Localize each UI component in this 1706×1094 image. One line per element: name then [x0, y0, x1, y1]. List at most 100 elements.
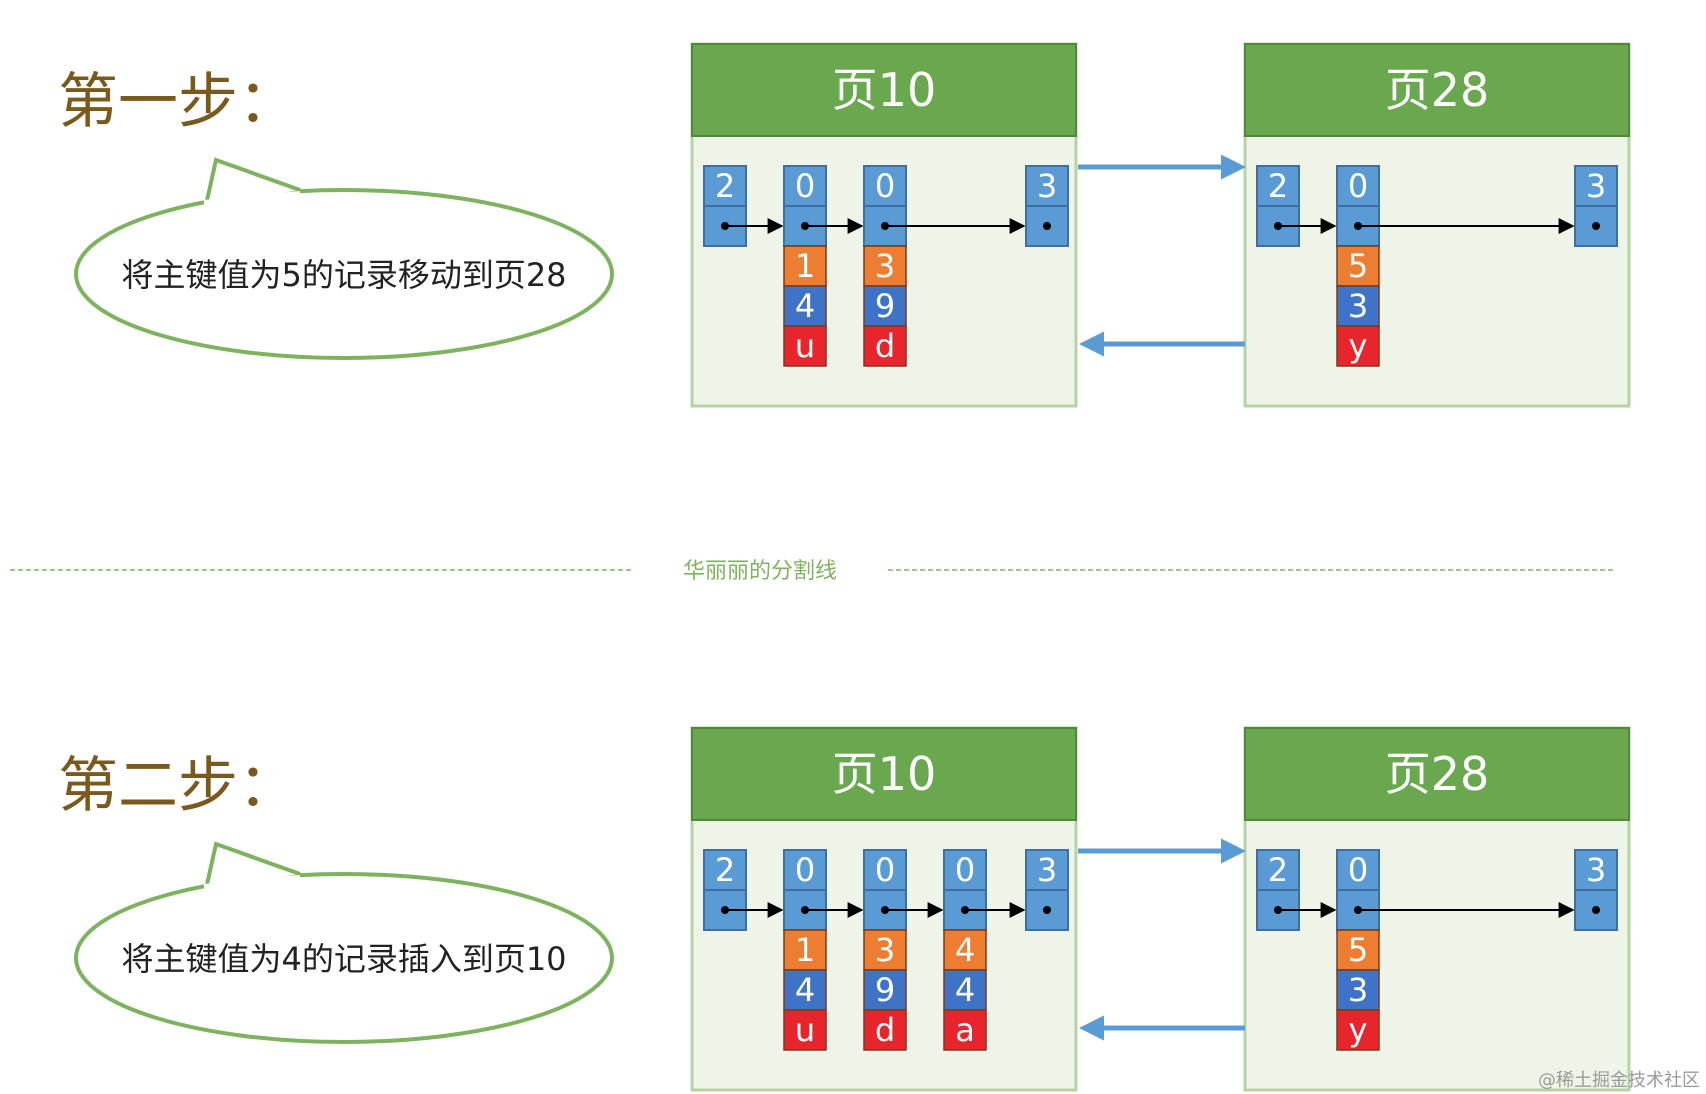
field-cell [943, 1009, 987, 1051]
field-cell [943, 969, 987, 1011]
n-owned-value: 2 [715, 851, 735, 889]
watermark: @稀土掘金技术社区 [1538, 1070, 1700, 1091]
speech-bubble: 将主键值为5的记录移动到页28 [74, 157, 614, 360]
step-title: 第一步： [58, 67, 298, 137]
pointer-dot [1043, 906, 1051, 914]
n-owned-value: 0 [875, 851, 895, 889]
divider: 华丽丽的分割线 [10, 559, 1615, 584]
n-owned-value: 2 [1268, 167, 1288, 205]
record: 0 14u [783, 165, 827, 367]
record: 2 [703, 849, 747, 931]
field-cell [783, 929, 827, 971]
page-header [1244, 43, 1630, 137]
n-owned-cell [1336, 165, 1380, 207]
field-value: 9 [875, 287, 895, 325]
n-owned-value: 2 [1268, 851, 1288, 889]
n-owned-value: 3 [1586, 167, 1606, 205]
field-value: 3 [1348, 287, 1368, 325]
field-value: 1 [795, 247, 815, 285]
field-cell [1336, 325, 1380, 367]
field-cell [1336, 245, 1380, 287]
n-owned-cell [1574, 165, 1618, 207]
n-owned-value: 0 [1348, 167, 1368, 205]
n-owned-value: 3 [1037, 851, 1057, 889]
record: 3 [1574, 849, 1618, 931]
field-value: 4 [795, 287, 815, 325]
n-owned-value: 0 [955, 851, 975, 889]
field-value: 5 [1348, 931, 1368, 969]
field-cell [863, 969, 907, 1011]
field-value: 4 [955, 931, 975, 969]
n-owned-value: 2 [715, 167, 735, 205]
bubble-shape [74, 188, 614, 360]
bubble-tail-mask [203, 875, 301, 890]
field-value: 4 [795, 971, 815, 1009]
field-value: 3 [875, 247, 895, 285]
field-value: 5 [1348, 247, 1368, 285]
n-owned-cell [1025, 849, 1069, 891]
field-value: y [1349, 1011, 1368, 1049]
n-owned-value: 3 [1586, 851, 1606, 889]
bubble-tail-mask [203, 191, 301, 206]
field-value: y [1349, 327, 1368, 365]
page-title: 页28 [1385, 63, 1490, 117]
n-owned-cell [1574, 849, 1618, 891]
step-title: 第二步： [58, 751, 298, 821]
n-owned-cell [1256, 165, 1300, 207]
field-cell [783, 325, 827, 367]
field-value: d [875, 1011, 895, 1049]
field-value: 3 [1348, 971, 1368, 1009]
field-cell [863, 325, 907, 367]
page-header [691, 43, 1077, 137]
n-owned-cell [1256, 849, 1300, 891]
speech-bubble: 将主键值为4的记录插入到页10 [74, 841, 614, 1044]
field-cell [863, 1009, 907, 1051]
page-title: 页10 [832, 63, 937, 117]
page-header [691, 727, 1077, 821]
n-owned-value: 0 [795, 167, 815, 205]
record: 0 53y [1336, 165, 1380, 367]
field-cell [783, 1009, 827, 1051]
field-value: u [795, 327, 815, 365]
field-value: 9 [875, 971, 895, 1009]
field-value: u [795, 1011, 815, 1049]
n-owned-value: 0 [1348, 851, 1368, 889]
record: 3 [1025, 849, 1069, 931]
field-cell [1336, 285, 1380, 327]
field-cell [783, 245, 827, 287]
n-owned-value: 0 [795, 851, 815, 889]
n-owned-cell [703, 165, 747, 207]
record: 3 [1025, 165, 1069, 247]
record: 0 39d [863, 165, 907, 367]
field-value: 4 [955, 971, 975, 1009]
pointer-dot [1592, 906, 1600, 914]
n-owned-value: 3 [1037, 167, 1057, 205]
field-cell [1336, 1009, 1380, 1051]
record: 0 39d [863, 849, 907, 1051]
field-cell [1336, 969, 1380, 1011]
n-owned-cell [1336, 849, 1380, 891]
field-value: a [955, 1011, 975, 1049]
bubble-shape [74, 872, 614, 1044]
bubble-text: 将主键值为4的记录插入到页10 [121, 940, 566, 978]
field-cell [783, 969, 827, 1011]
field-value: d [875, 327, 895, 365]
record: 3 [1574, 165, 1618, 247]
record: 2 [1256, 849, 1300, 931]
pointer-dot [1592, 222, 1600, 230]
n-owned-value: 0 [875, 167, 895, 205]
record: 0 53y [1336, 849, 1380, 1051]
page-title: 页28 [1385, 747, 1490, 801]
n-owned-cell [863, 849, 907, 891]
record: 2 [703, 165, 747, 247]
field-value: 3 [875, 931, 895, 969]
page-title: 页10 [832, 747, 937, 801]
